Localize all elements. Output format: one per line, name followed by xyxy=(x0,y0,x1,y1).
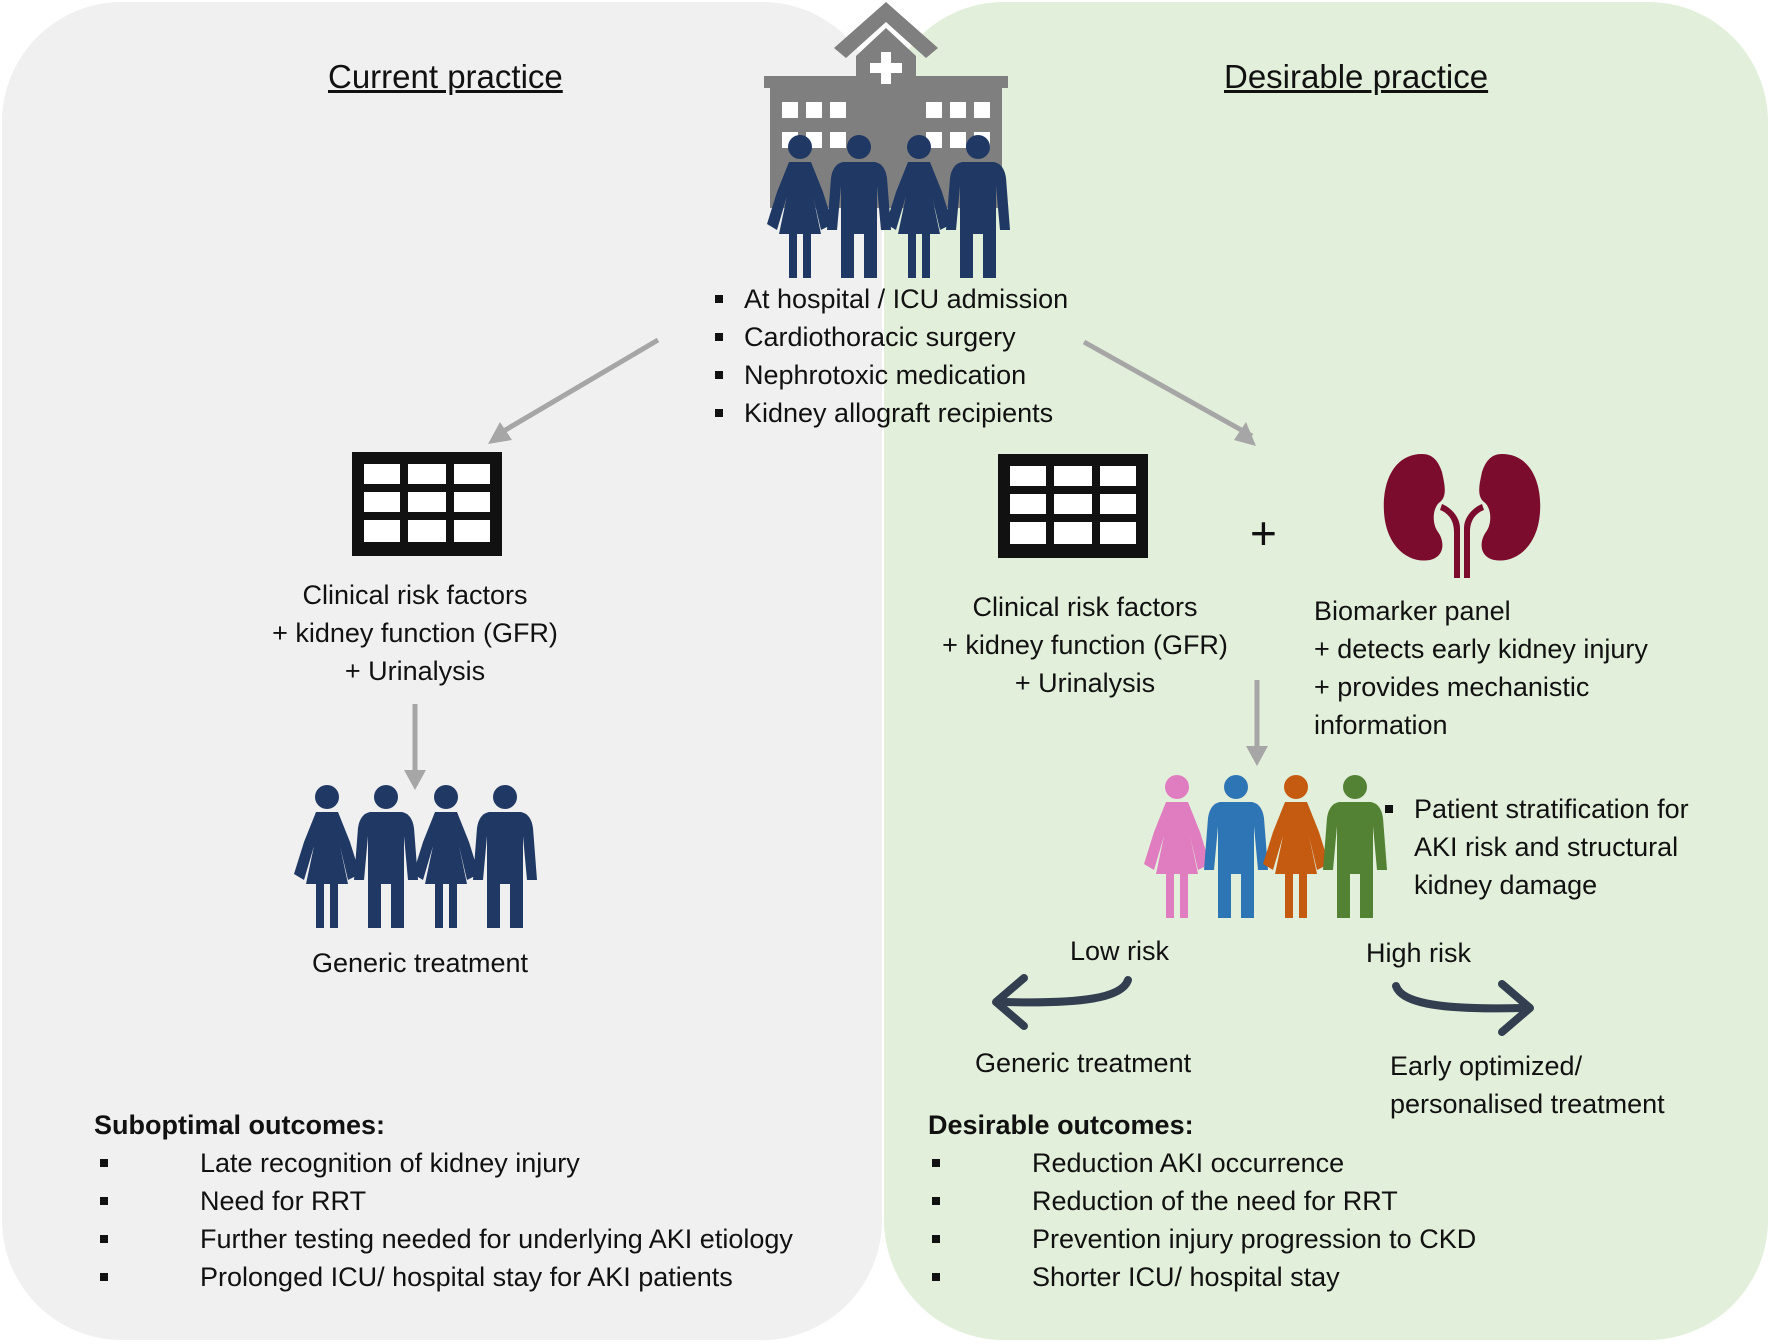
arrow-down-current xyxy=(404,704,426,790)
biomarker-line: + provides mechanistic xyxy=(1314,672,1590,702)
treatment-line: personalised treatment xyxy=(1390,1089,1665,1119)
stratification-line: AKI risk and structural xyxy=(1414,832,1679,862)
list-item: Need for RRT xyxy=(96,1182,793,1220)
stratification-line: Patient stratification for xyxy=(1414,794,1689,824)
current-outcomes-list: Late recognition of kidney injury Need f… xyxy=(96,1144,793,1296)
desirable-assessment-text: Clinical risk factors + kidney function … xyxy=(900,588,1270,702)
biomarker-panel-text: Biomarker panel + detects early kidney i… xyxy=(1314,592,1648,744)
list-item: Reduction of the need for RRT xyxy=(928,1182,1476,1220)
assessment-line: + kidney function (GFR) xyxy=(942,630,1228,660)
assessment-line: Clinical risk factors xyxy=(302,580,528,610)
high-risk-label: High risk xyxy=(1366,938,1472,968)
list-item: Reduction AKI occurrence xyxy=(928,1144,1476,1182)
desirable-practice-heading: Desirable practice xyxy=(1224,58,1489,95)
current-practice-heading: Current practice xyxy=(328,58,563,95)
desirable-outcomes-title: Desirable outcomes: xyxy=(928,1110,1194,1140)
desirable-outcomes-list: Reduction AKI occurrence Reduction of th… xyxy=(928,1144,1476,1296)
list-item: Prolonged ICU/ hospital stay for AKI pat… xyxy=(96,1258,793,1296)
patients-group-icon xyxy=(294,785,537,928)
stratification-list: Patient stratification for AKI risk and … xyxy=(1385,790,1689,904)
list-item: Prevention injury progression to CKD xyxy=(928,1220,1476,1258)
curved-arrow-right-icon xyxy=(1392,980,1534,1036)
high-risk-treatment-text: Early optimized/ personalised treatment xyxy=(1390,1047,1665,1123)
kidney-icon xyxy=(1383,454,1541,578)
treatment-line: Early optimized/ xyxy=(1390,1051,1583,1081)
hospital-patients-icon xyxy=(767,135,1010,278)
arrow-to-desirable xyxy=(1082,339,1256,446)
list-item: Cardiothoracic surgery xyxy=(714,318,1068,356)
stratification-line: kidney damage xyxy=(1414,870,1598,900)
current-treatment-label: Generic treatment xyxy=(311,948,529,978)
assessment-line: + Urinalysis xyxy=(344,656,486,686)
biomarker-line: + detects early kidney injury xyxy=(1314,634,1648,664)
low-risk-label: Low risk xyxy=(1070,936,1170,966)
stratified-patients-icon xyxy=(1144,775,1387,918)
plus-sign: + xyxy=(1250,507,1277,559)
list-item: At hospital / ICU admission xyxy=(714,280,1068,318)
list-item: Patient stratification for AKI risk and … xyxy=(1385,790,1689,904)
desirable-practice-panel xyxy=(884,2,1768,1340)
biomarker-line: information xyxy=(1314,710,1448,740)
current-practice-panel xyxy=(2,2,882,1340)
list-item: Nephrotoxic medication xyxy=(714,356,1068,394)
assessment-line: Clinical risk factors xyxy=(972,592,1198,622)
current-outcomes-title: Suboptimal outcomes: xyxy=(94,1110,386,1140)
list-item: Kidney allograft recipients xyxy=(714,394,1068,432)
list-item: Late recognition of kidney injury xyxy=(96,1144,793,1182)
assessment-line: + Urinalysis xyxy=(1014,668,1156,698)
list-item: Further testing needed for underlying AK… xyxy=(96,1220,793,1258)
low-risk-treatment-label: Generic treatment xyxy=(975,1048,1192,1078)
admission-criteria-list: At hospital / ICU admission Cardiothorac… xyxy=(714,280,1068,432)
table-icon xyxy=(352,452,502,556)
list-item: Shorter ICU/ hospital stay xyxy=(928,1258,1476,1296)
biomarker-line: Biomarker panel xyxy=(1314,596,1511,626)
curved-arrow-left-icon xyxy=(992,974,1132,1030)
assessment-line: + kidney function (GFR) xyxy=(272,618,558,648)
arrow-down-desirable xyxy=(1246,680,1268,766)
table-icon xyxy=(998,454,1148,558)
current-assessment-text: Clinical risk factors + kidney function … xyxy=(230,576,600,690)
arrow-to-current xyxy=(488,337,660,444)
